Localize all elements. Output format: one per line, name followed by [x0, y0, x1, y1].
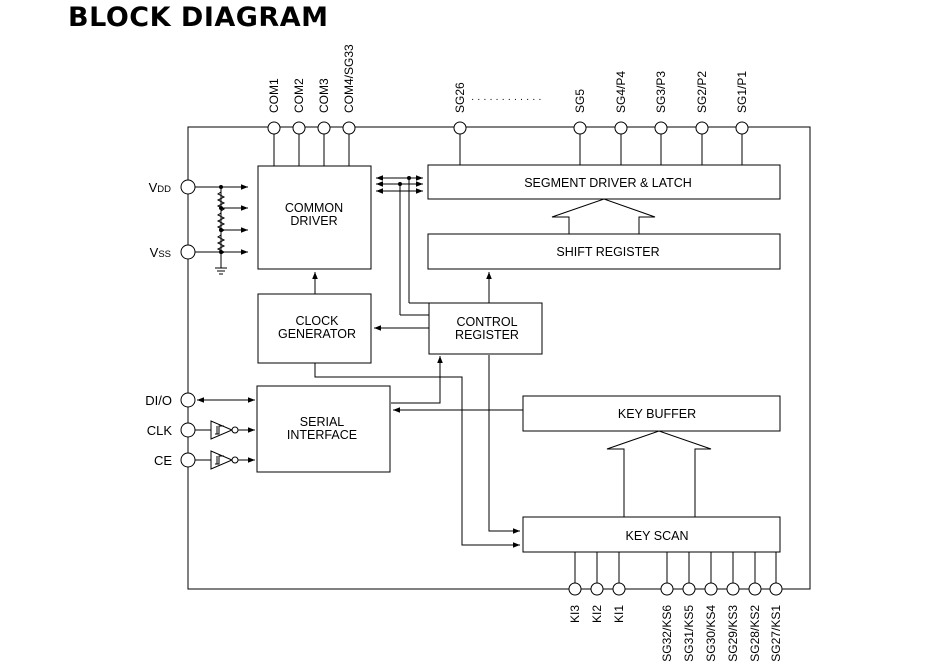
shift-register-label: SHIFT REGISTER: [556, 245, 659, 259]
bottom-pin-label: SG31/KS5: [682, 605, 696, 662]
pin-ki2: [590, 582, 604, 596]
control-register-label-1: CONTROL: [456, 315, 517, 329]
top-pin-label: COM3: [317, 78, 331, 113]
top-pins: [267, 121, 749, 135]
clock-generator-label-1: CLOCK: [295, 314, 339, 328]
bottom-pin-label: SG29/KS3: [726, 605, 740, 662]
top-pin-label: COM4/SG33: [342, 44, 356, 113]
common-driver-label-1: COMMON: [285, 201, 343, 215]
key-scan-block: KEY SCAN: [522, 516, 781, 553]
segment-driver-block: SEGMENT DRIVER & LATCH: [427, 164, 781, 200]
bottom-pins: [568, 582, 783, 596]
key-buffer-label: KEY BUFFER: [618, 407, 696, 421]
common-driver-label-2: DRIVER: [290, 214, 337, 228]
bottom-pin-label: KI1: [612, 605, 626, 623]
pin-vdd: [180, 179, 196, 195]
clk-input-buffer: [195, 420, 255, 440]
top-pin-label: SG5: [573, 89, 587, 113]
top-pin-label: SG1/P1: [735, 71, 749, 113]
top-pin-label: SG26: [453, 82, 467, 113]
top-pin-label: SG3/P3: [654, 71, 668, 113]
shift-register-block: SHIFT REGISTER: [427, 233, 781, 270]
top-pin-label: COM2: [292, 78, 306, 113]
clock-generator-label-2: GENERATOR: [278, 327, 356, 341]
pin-sg32-ks6: [660, 582, 674, 596]
top-pin-label: SG2/P2: [695, 71, 709, 113]
pin-sg27-ks1: [769, 582, 783, 596]
control-to-keyscan-line: [488, 355, 520, 534]
segment-driver-label: SEGMENT DRIVER & LATCH: [524, 176, 692, 190]
ce-label: CE: [154, 453, 172, 468]
shift-to-segment-arrow: [551, 198, 656, 234]
pin-com4-sg33: [342, 121, 356, 135]
pin-sg2-p2: [695, 121, 709, 135]
bottom-pin-labels: KI3 KI2 KI1 SG32/KS6 SG31/KS5 SG30/KS4 S…: [568, 605, 783, 662]
serial-interface-label-1: SERIAL: [300, 415, 345, 429]
pin-com1: [267, 121, 281, 135]
bottom-pin-label: SG28/KS2: [748, 605, 762, 662]
bottom-pin-label: KI2: [590, 605, 604, 623]
top-pin-stubs: [273, 134, 743, 166]
dio-label: DI/O: [145, 393, 172, 408]
control-register-block: CONTROL REGISTER: [428, 302, 543, 355]
power-distribution: [195, 184, 248, 275]
pin-sg3-p3: [654, 121, 668, 135]
top-pin-label: SG4/P4: [614, 71, 628, 113]
vdd-label: VDD: [149, 180, 172, 195]
left-pins: [180, 179, 196, 468]
pin-ellipsis: · · · · · · · · · · · ·: [471, 94, 542, 105]
pin-com2: [292, 121, 306, 135]
serial-interface-label-2: INTERFACE: [287, 428, 357, 442]
clock-generator-block: CLOCK GENERATOR: [257, 293, 372, 364]
pin-sg30-ks4: [704, 582, 718, 596]
pin-sg26: [453, 121, 467, 135]
pin-vss: [180, 244, 196, 260]
pin-ki3: [568, 582, 582, 596]
vss-label: VSS: [150, 245, 171, 260]
key-scan-label: KEY SCAN: [626, 529, 689, 543]
clk-label: CLK: [147, 423, 173, 438]
bus-common-segment: [376, 175, 429, 316]
serial-to-control-line: [391, 356, 443, 404]
pin-clk: [180, 422, 196, 438]
keyscan-to-keybuffer-arrow: [606, 430, 712, 517]
pin-ki1: [612, 582, 626, 596]
page-title: BLOCK DIAGRAM: [68, 2, 329, 33]
pin-sg4-p4: [614, 121, 628, 135]
bottom-pin-stubs: [574, 552, 777, 583]
common-driver-block: COMMON DRIVER: [257, 165, 372, 270]
pin-dio: [180, 392, 196, 408]
pin-sg1-p1: [735, 121, 749, 135]
bottom-pin-label: KI3: [568, 605, 582, 623]
bottom-pin-label: SG30/KS4: [704, 605, 718, 662]
pin-sg28-ks2: [748, 582, 762, 596]
pin-com3: [317, 121, 331, 135]
bottom-pin-label: SG27/KS1: [769, 605, 783, 662]
control-register-label-2: REGISTER: [455, 328, 519, 342]
top-pin-label: COM1: [267, 78, 281, 113]
clock-to-keyscan-line: [314, 363, 520, 548]
bottom-pin-label: SG32/KS6: [660, 605, 674, 662]
pin-sg29-ks3: [726, 582, 740, 596]
chip-boundary: [187, 126, 811, 590]
pin-sg5: [573, 121, 587, 135]
pin-ce: [180, 452, 196, 468]
ce-input-buffer: [195, 450, 255, 470]
pin-sg31-ks5: [682, 582, 696, 596]
key-buffer-block: KEY BUFFER: [522, 395, 781, 432]
serial-interface-block: SERIAL INTERFACE: [256, 385, 391, 473]
top-pin-labels: COM1 COM2 COM3 COM4/SG33 SG26 SG5 SG4/P4…: [267, 44, 749, 113]
